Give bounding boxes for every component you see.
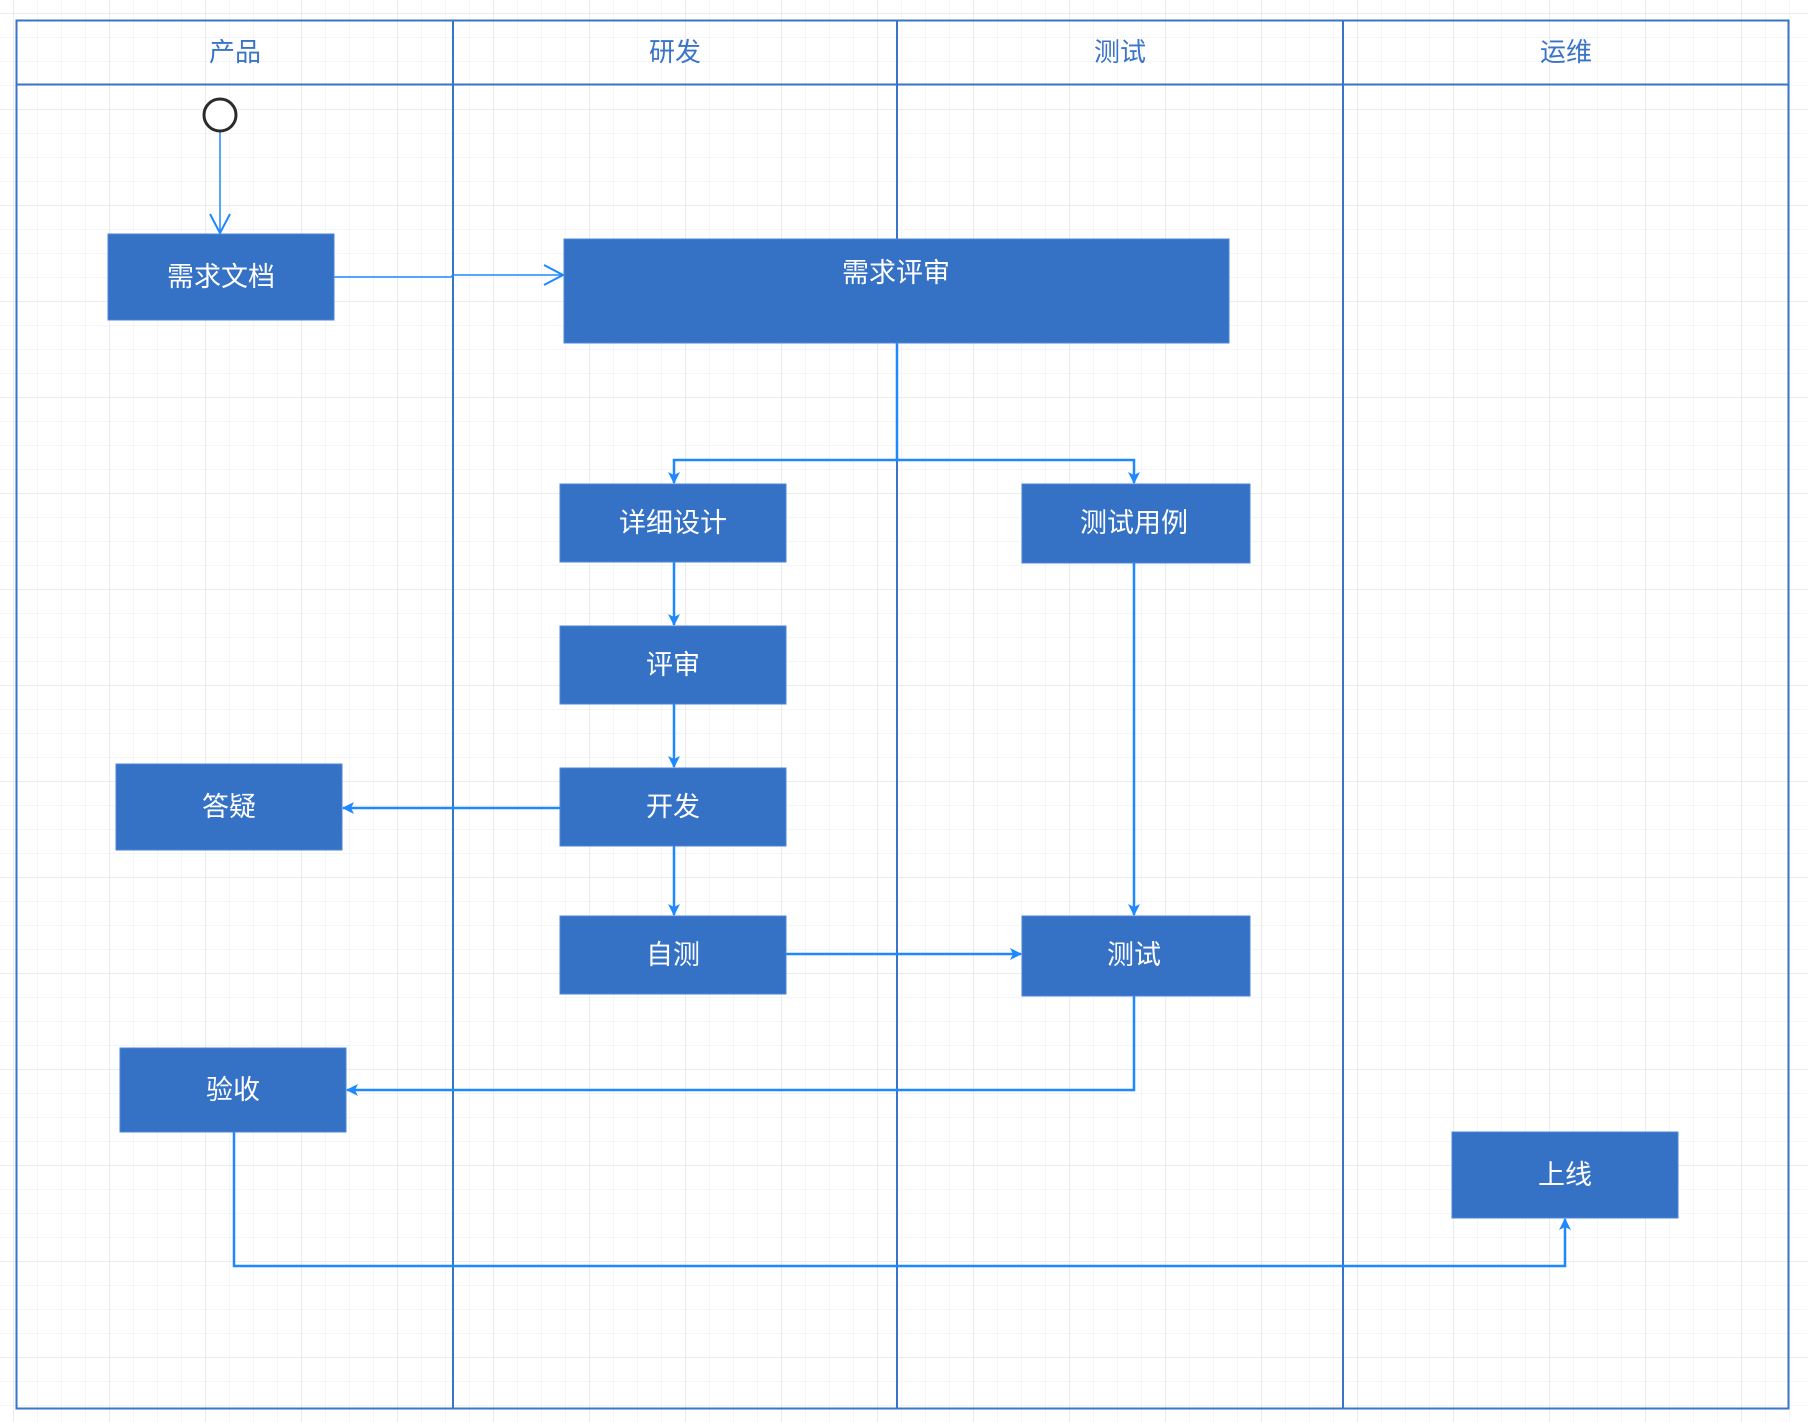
edge-req-review-to-test-case[interactable]	[897, 458, 1140, 484]
node-testing[interactable]: 测试	[1021, 915, 1251, 997]
node-test-case[interactable]: 测试用例	[1021, 483, 1251, 564]
start-node-icon[interactable]	[202, 97, 238, 133]
node-req-review[interactable]: 需求评审	[563, 238, 1230, 344]
lane-header-dev[interactable]: 研发	[649, 38, 701, 68]
lane-header-product[interactable]: 产品	[209, 38, 261, 68]
lane-header-ops[interactable]: 运维	[1540, 38, 1592, 68]
node-label: 需求评审	[842, 258, 950, 289]
node-review[interactable]: 评审	[559, 625, 787, 705]
edge-acceptance-to-release[interactable]	[232, 1132, 1571, 1268]
node-label: 评审	[646, 650, 700, 681]
swimlane-frame	[15, 19, 1790, 1410]
node-label: 上线	[1538, 1160, 1592, 1191]
lane-header-test[interactable]: 测试	[1094, 38, 1146, 68]
node-req-doc[interactable]: 需求文档	[107, 233, 335, 321]
lane-headers: 产品 研发 测试 运维	[209, 38, 1592, 68]
node-label: 详细设计	[619, 508, 727, 539]
node-acceptance[interactable]: 验收	[119, 1047, 347, 1133]
node-label: 需求文档	[167, 262, 275, 293]
node-label: 测试用例	[1080, 508, 1188, 539]
edge-req-review-to-detail-design[interactable]	[668, 343, 899, 484]
edge-req-doc-to-req-review[interactable]	[334, 275, 563, 277]
node-qa[interactable]: 答疑	[115, 763, 343, 851]
node-label: 答疑	[202, 792, 256, 823]
edge-testing-to-acceptance[interactable]	[346, 996, 1136, 1096]
node-label: 验收	[206, 1075, 260, 1106]
node-develop[interactable]: 开发	[559, 767, 787, 847]
node-detail-design[interactable]: 详细设计	[559, 483, 787, 563]
node-release[interactable]: 上线	[1451, 1131, 1679, 1219]
node-label: 开发	[646, 792, 700, 823]
lane-outer-border	[15, 19, 1790, 1410]
node-label: 自测	[646, 940, 700, 971]
node-label: 测试	[1107, 940, 1161, 971]
edges	[220, 132, 1571, 1268]
node-self-test[interactable]: 自测	[559, 915, 787, 995]
